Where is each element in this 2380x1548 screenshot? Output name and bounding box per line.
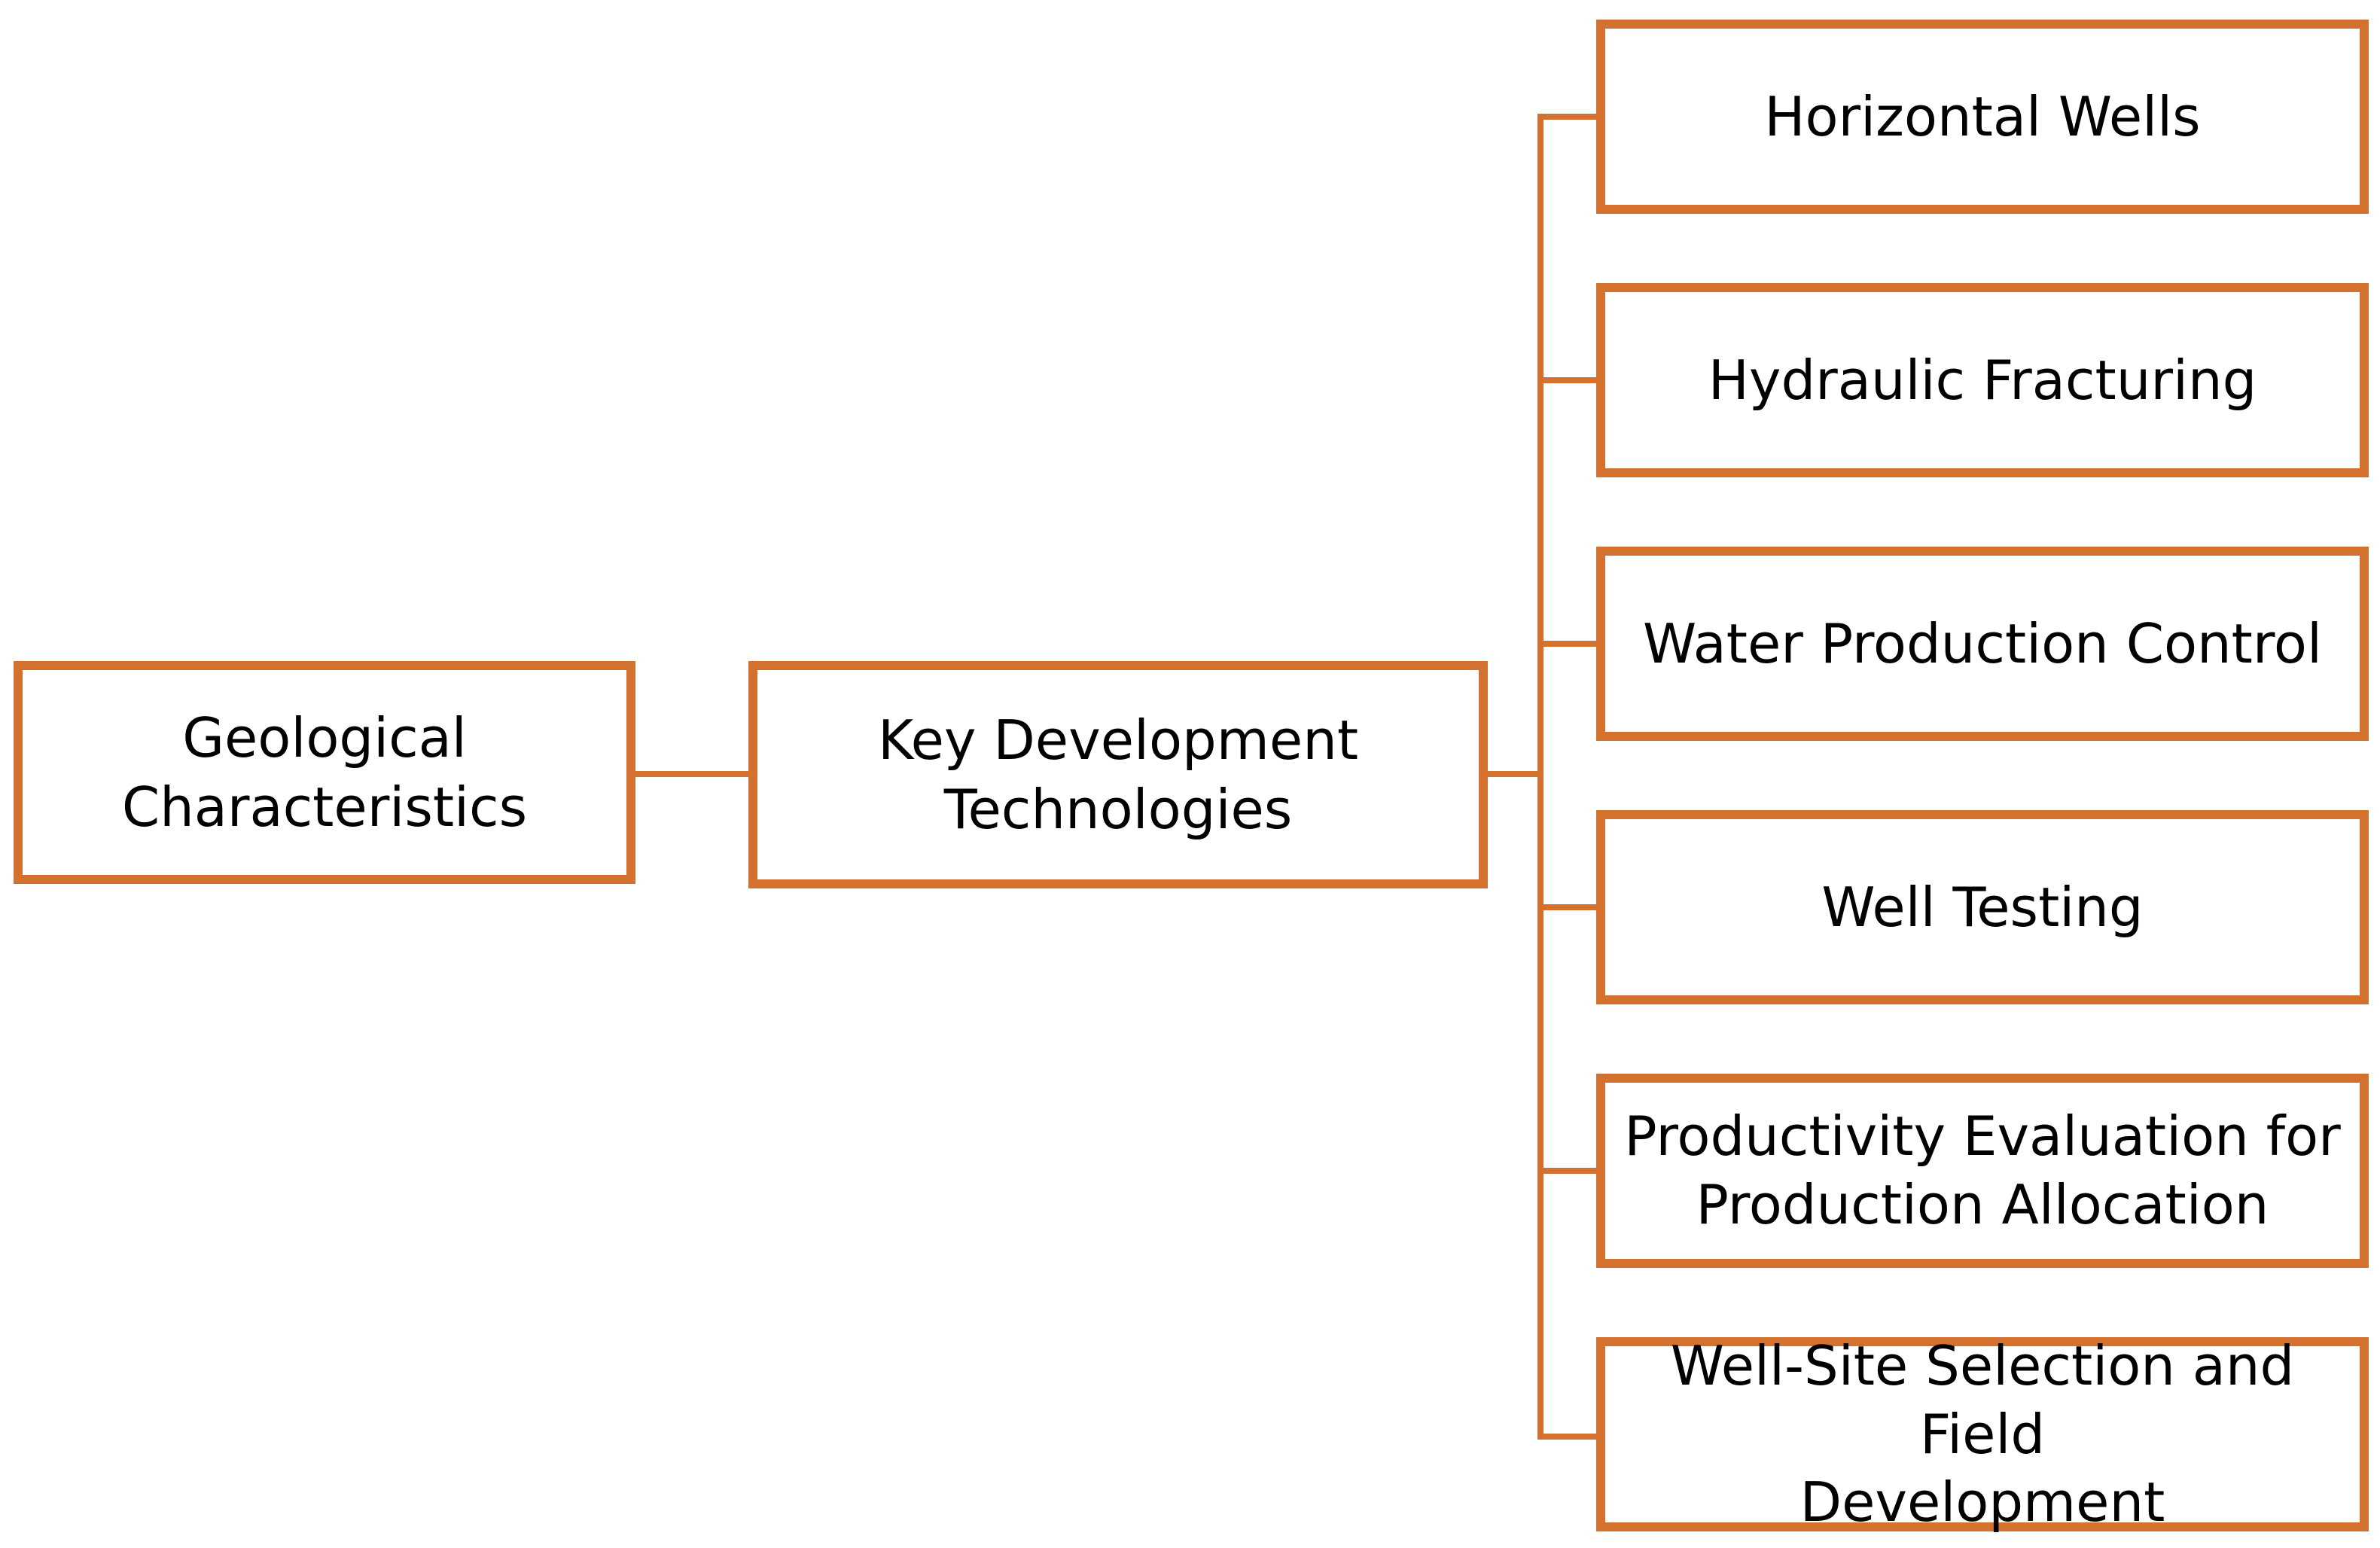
node-label: Geological Characteristics [121, 705, 528, 839]
node-label: Horizontal Wells [1764, 84, 2201, 148]
node-label: Water Production Control [1643, 611, 2322, 675]
node-label: Well Testing [1821, 875, 2144, 939]
node-well-site-selection: Well-Site Selection and Field Developmen… [1596, 1334, 2369, 1534]
node-key-development-technologies: Key Development Technologies [748, 661, 1488, 888]
node-label: Key Development Technologies [877, 708, 1359, 841]
node-productivity-evaluation: Productivity Evaluation for Production A… [1596, 1074, 2369, 1268]
node-well-testing: Well Testing [1596, 810, 2369, 1004]
node-geological-characteristics: Geological Characteristics [14, 661, 635, 884]
node-label: Hydraulic Fracturing [1708, 348, 2257, 412]
node-label: Well-Site Selection and Field Developmen… [1670, 1333, 2295, 1534]
node-water-production-control: Water Production Control [1596, 547, 2369, 741]
node-hydraulic-fracturing: Hydraulic Fracturing [1596, 283, 2369, 477]
node-label: Productivity Evaluation for Production A… [1624, 1105, 2341, 1236]
node-horizontal-wells: Horizontal Wells [1596, 20, 2369, 214]
